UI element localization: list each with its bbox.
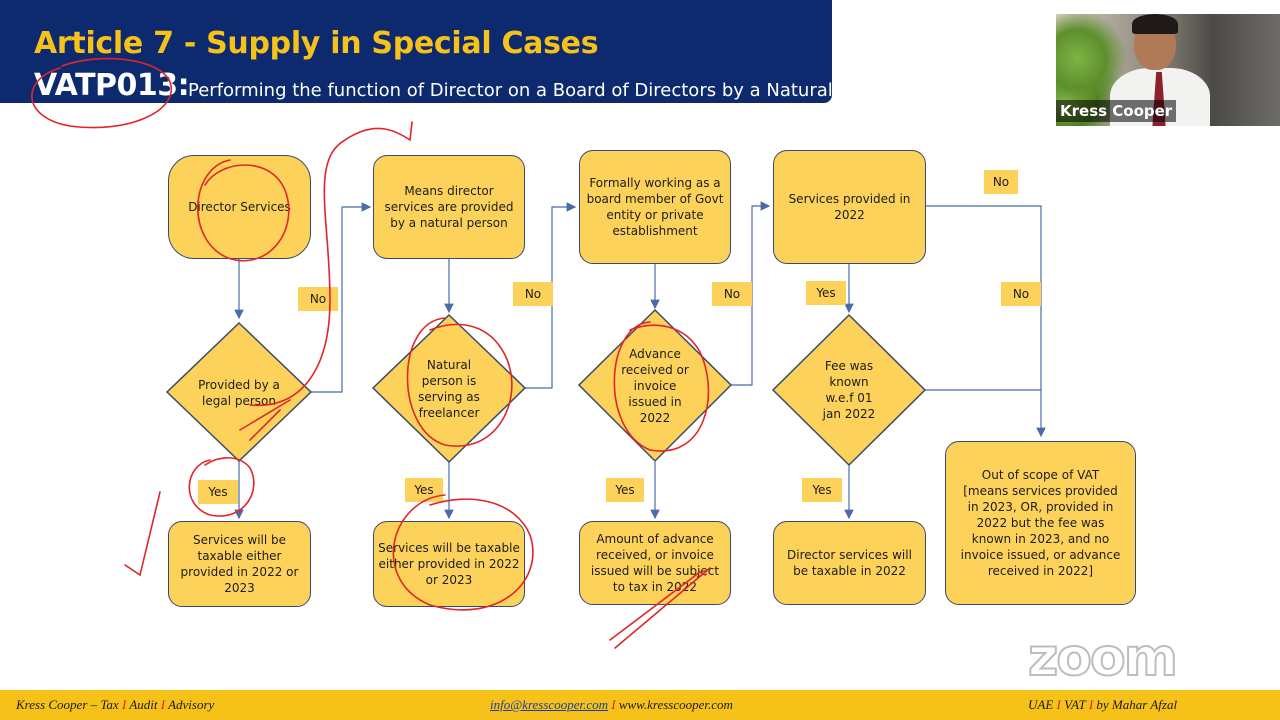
label-no-5: No: [1001, 282, 1041, 306]
presenter-hair: [1132, 14, 1178, 34]
outcome-director-taxable-2022: Director services will be taxable in 202…: [773, 521, 926, 605]
decision-legal-person-text: Provided by a legal person: [198, 377, 280, 408]
means-director-node: Means director services are provided by …: [373, 155, 525, 259]
outcome-advance-taxable: Amount of advance received, or invoice i…: [579, 521, 731, 605]
outcome-taxable-1: Services will be taxable either provided…: [168, 521, 311, 607]
slide-title: Article 7 - Supply in Special Cases: [34, 26, 599, 61]
slide-footer: Kress Cooper – Tax I Audit I Advisory in…: [0, 690, 1280, 720]
slide-subtitle: Performing the function of Director on a…: [188, 80, 833, 101]
services-2022-node: Services provided in 2022: [773, 150, 926, 264]
outcome-out-of-scope: Out of scope of VAT [means services prov…: [945, 441, 1136, 605]
label-no-1: No: [298, 287, 338, 311]
website-link[interactable]: www.kresscooper.com: [618, 697, 733, 712]
formally-working-node: Formally working as a board member of Go…: [579, 150, 731, 264]
start-node: Director Services: [168, 155, 311, 259]
footer-presenter: UAE I VAT I by Mahar Afzal: [1028, 697, 1178, 712]
decision-freelancer-text: Natural person is serving as freelancer: [418, 358, 480, 420]
footer-company: Kress Cooper – Tax I Audit I Advisory: [16, 697, 215, 712]
decision-fee-known-text: Fee was known w.e.f 01 jan 2022: [822, 359, 876, 421]
label-no-3: No: [712, 282, 752, 306]
decision-diamond-4: [771, 313, 927, 467]
label-yes-2: Yes: [405, 478, 443, 502]
presenter-name: Kress Cooper: [1056, 100, 1177, 122]
decision-advance-text: Advance received or invoice issued in 20…: [621, 347, 689, 425]
label-yes-3: Yes: [606, 478, 644, 502]
label-no-2: No: [513, 282, 553, 306]
outcome-taxable-2: Services will be taxable either provided…: [373, 521, 525, 607]
email-link[interactable]: info@kresscooper.com: [490, 697, 608, 712]
presenter-video-tile[interactable]: Kress Cooper: [1056, 14, 1280, 126]
label-yes-5: Yes: [802, 478, 842, 502]
label-yes-4: Yes: [806, 281, 846, 305]
label-yes-1: Yes: [198, 480, 238, 504]
footer-contact: info@kresscooper.com I www.kresscooper.c…: [490, 697, 733, 712]
label-no-4: No: [984, 170, 1018, 194]
zoom-watermark: zoom: [1027, 627, 1179, 689]
